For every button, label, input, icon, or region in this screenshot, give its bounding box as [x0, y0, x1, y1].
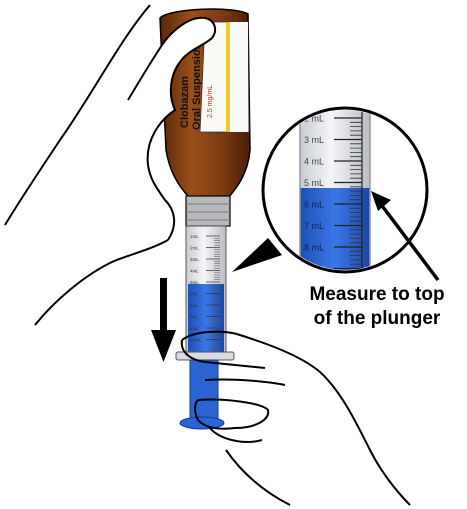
bottle-label-name: Clobazam [179, 76, 191, 128]
magnified-scale-label: 7 mL [304, 221, 324, 231]
syringe-scale-label: 8mL [190, 315, 199, 320]
syringe-scale-label: 4mL [190, 269, 199, 274]
magnified-scale-label: 3 mL [304, 135, 324, 145]
upper-hand-forearm-lower [35, 240, 168, 325]
upper-hand-forearm [5, 5, 150, 225]
syringe-scale-label: 7mL [190, 303, 199, 308]
magnifier-callout-wedge [232, 238, 282, 272]
bottle-label-form: Oral Suspension [191, 42, 203, 130]
oral-syringe: 1mL 2mL 3mL 4mL 5mL 6mL 7mL 8mL 9mL 10mL [176, 226, 234, 429]
syringe-scale-label: 10mL [190, 338, 202, 343]
syringe-scale-label: 3mL [190, 257, 199, 262]
syringe-scale-label: 6mL [190, 292, 199, 297]
syringe-scale-label: 2mL [190, 246, 199, 251]
magnified-scale-label: 6 mL [304, 200, 324, 210]
syringe-scale-label: 5mL [190, 280, 199, 285]
caption: Measure to top of the plunger [288, 283, 466, 331]
bottle-label-strength: 2.5 mg/mL [207, 85, 214, 118]
magnified-scale-label: 4 mL [304, 157, 324, 167]
syringe-scale-label: 1mL [190, 234, 199, 239]
magnified-scale-label: 5 mL [304, 178, 324, 188]
syringe-scale-label: 9mL [190, 326, 199, 331]
caption-line-1: Measure to top [288, 283, 466, 307]
down-arrow [151, 278, 176, 362]
caption-line-2: of the plunger [288, 307, 466, 331]
magnifier-circle: 2 mL3 mL4 mL5 mL6 mL7 mL8 mL9 mL [263, 100, 427, 286]
magnified-scale-label: 8 mL [304, 243, 324, 253]
